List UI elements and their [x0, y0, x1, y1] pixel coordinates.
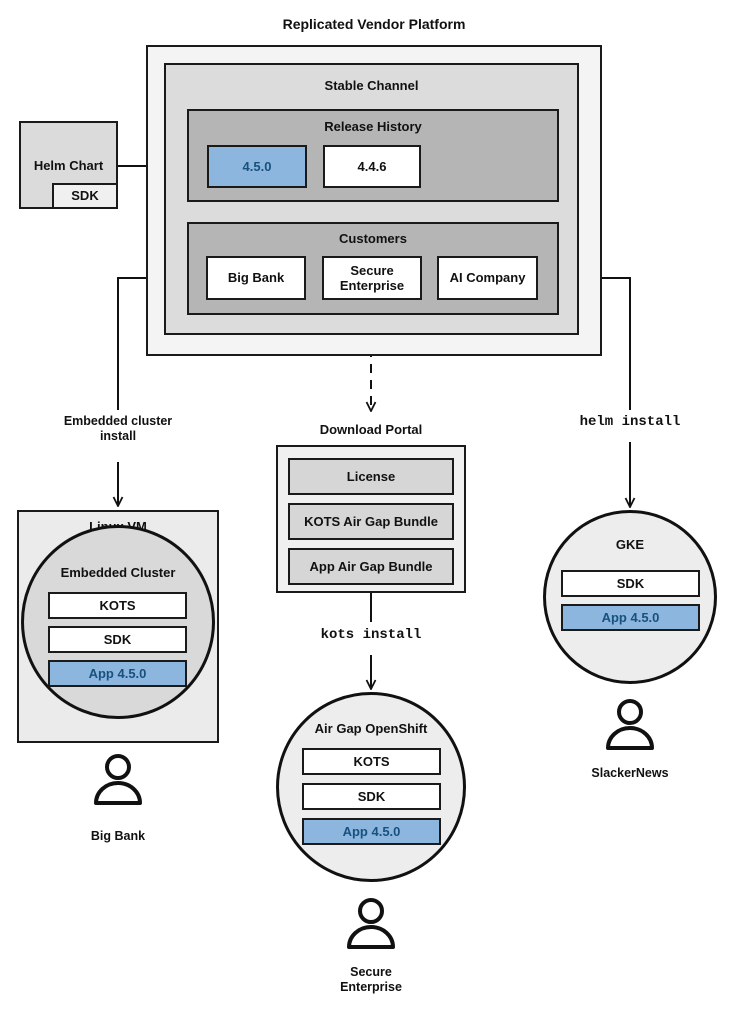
- gke-component-sdk[interactable]: SDK: [561, 570, 700, 597]
- edge-label-kots-install: kots install: [320, 627, 422, 643]
- openshift-component-app[interactable]: App 4.5.0: [302, 818, 441, 845]
- release-4-4-6[interactable]: 4.4.6: [323, 145, 421, 188]
- person-icon-secure-enterprise: [347, 898, 395, 949]
- gke-customer-label: SlackerNews: [591, 766, 669, 780]
- gke-label: GKE: [615, 537, 645, 552]
- portal-item-license[interactable]: License: [288, 458, 454, 495]
- gke-circle: [543, 510, 717, 684]
- person-icon-slackernews: [606, 699, 654, 750]
- release-history-label: Release History: [324, 119, 422, 134]
- openshift-component-sdk[interactable]: SDK: [302, 783, 441, 810]
- helm-chart-label: Helm Chart: [33, 158, 104, 173]
- linuxvm-component-app[interactable]: App 4.5.0: [48, 660, 187, 687]
- linux-vm-customer-label: Big Bank: [90, 829, 146, 843]
- openshift-customer-label: Secure Enterprise: [340, 965, 402, 994]
- gke-component-app[interactable]: App 4.5.0: [561, 604, 700, 631]
- embedded-cluster-label: Embedded Cluster: [60, 565, 176, 580]
- embedded-cluster-circle: [21, 525, 215, 719]
- customer-ai-company[interactable]: AI Company: [437, 256, 538, 300]
- linuxvm-component-sdk[interactable]: SDK: [48, 626, 187, 653]
- person-icon-big-bank: [94, 754, 142, 805]
- linuxvm-component-kots[interactable]: KOTS: [48, 592, 187, 619]
- edge-label-helm-install: helm install: [579, 414, 681, 430]
- release-4-5-0[interactable]: 4.5.0: [207, 145, 307, 188]
- customer-secure-enterprise[interactable]: Secure Enterprise: [322, 256, 422, 300]
- page-title: Replicated Vendor Platform: [282, 16, 466, 32]
- edge-label-embedded-cluster-install: Embedded cluster install: [63, 414, 173, 443]
- download-portal-label: Download Portal: [319, 422, 423, 437]
- helm-chart-sdk-box[interactable]: SDK: [52, 183, 118, 209]
- stable-channel-label: Stable Channel: [324, 78, 419, 93]
- portal-item-app-air-gap-bundle[interactable]: App Air Gap Bundle: [288, 548, 454, 585]
- openshift-component-kots[interactable]: KOTS: [302, 748, 441, 775]
- customer-big-bank[interactable]: Big Bank: [206, 256, 306, 300]
- portal-item-kots-air-gap-bundle[interactable]: KOTS Air Gap Bundle: [288, 503, 454, 540]
- customers-label: Customers: [339, 231, 407, 246]
- air-gap-openshift-label: Air Gap OpenShift: [314, 721, 428, 736]
